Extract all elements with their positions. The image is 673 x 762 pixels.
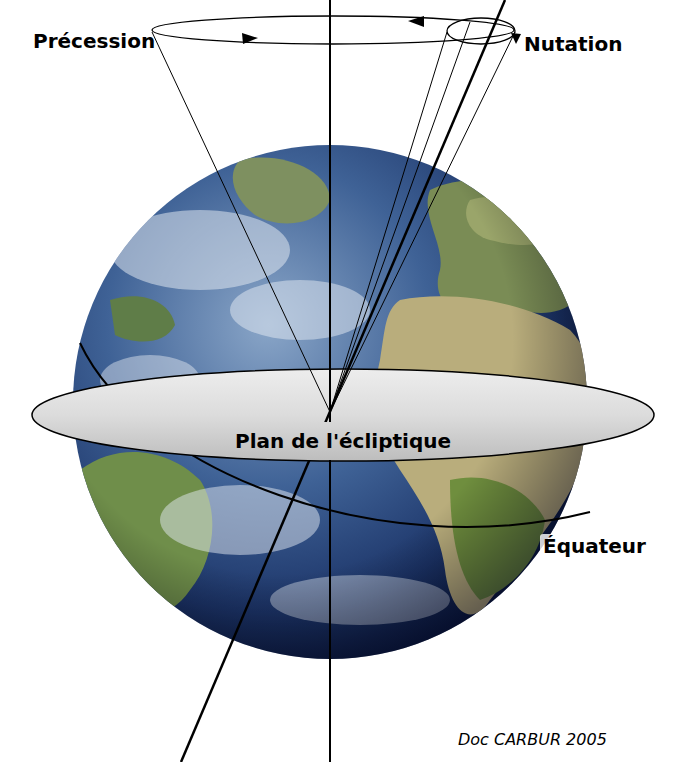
plane-label: Plan de l'écliptique xyxy=(235,377,451,453)
direction-arrows xyxy=(242,16,521,44)
ecliptic-plane: Plan de l'écliptique xyxy=(31,368,655,462)
credit-note: Doc CARBUR 2005 xyxy=(458,730,607,749)
precession-cone xyxy=(152,16,515,44)
part-label: Précession xyxy=(33,29,155,53)
part-label: Nutation xyxy=(524,32,622,56)
part-label: Équateur xyxy=(540,534,649,558)
